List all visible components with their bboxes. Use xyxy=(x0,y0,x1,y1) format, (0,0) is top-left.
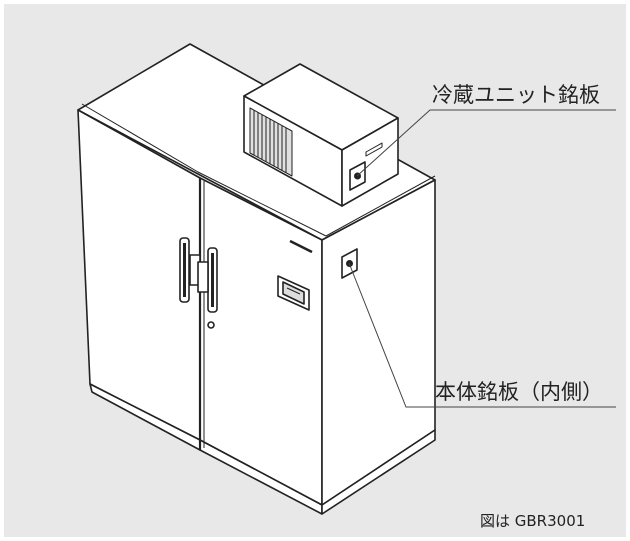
callout-line-main-body xyxy=(348,262,616,408)
cabinet-base-side xyxy=(321,429,436,515)
door-lock xyxy=(207,321,215,329)
callout-line-cooling-unit xyxy=(356,109,616,177)
control-panel xyxy=(277,275,310,311)
left-door-handle xyxy=(179,237,201,303)
right-door-handle xyxy=(197,247,218,313)
main-body-nameplate-label: 本体銘板（内側） xyxy=(435,380,603,404)
brand-plate xyxy=(289,239,313,254)
cooling-unit xyxy=(243,63,399,207)
vent-grille xyxy=(249,107,293,177)
cooling-unit-nameplate-label: 冷蔵ユニット銘板 xyxy=(432,83,600,107)
figure-caption: 図は GBR3001 xyxy=(480,512,585,530)
